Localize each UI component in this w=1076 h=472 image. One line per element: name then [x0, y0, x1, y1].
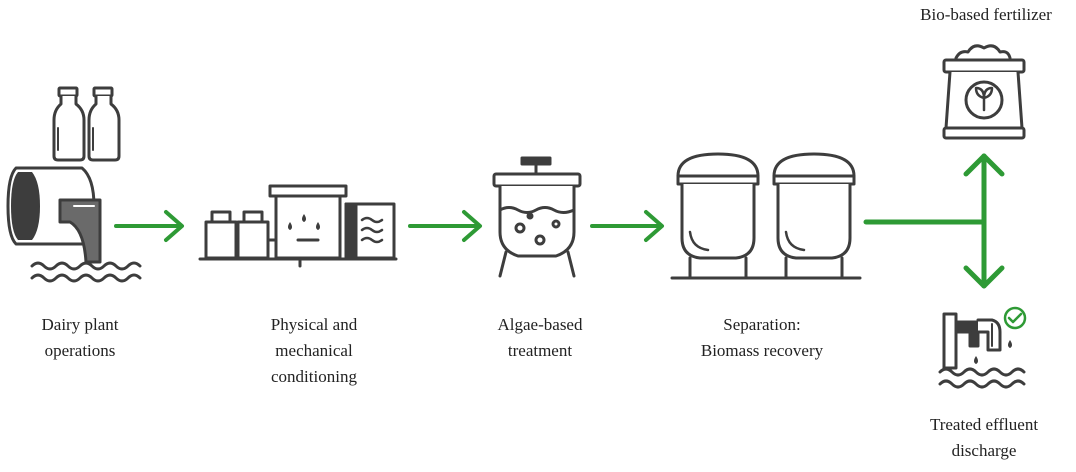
step-label-separation: Separation: Biomass recovery	[700, 315, 824, 360]
split-arrow-icon	[863, 153, 1005, 289]
step-label-conditioning: Physical and mechanical conditioning	[270, 315, 358, 386]
pipe-bottles-icon	[6, 86, 142, 283]
step-label-algae: Algae-based treatment	[497, 315, 583, 360]
arrow-1-icon	[114, 210, 184, 242]
arrow-3-icon	[590, 210, 664, 242]
algae-reactor-icon	[492, 156, 582, 278]
milk-bottle-icon	[87, 86, 121, 162]
conditioning-tanks-icon	[198, 184, 398, 268]
step-label-dairy: Dairy plant operations	[41, 315, 119, 360]
effluent-discharge-icon	[938, 312, 1026, 389]
arrow-2-icon	[408, 210, 482, 242]
fertilizer-bag-icon	[942, 44, 1026, 140]
output-label-effluent: Treated effluent discharge	[929, 415, 1039, 460]
milk-bottle-icon	[52, 86, 86, 162]
checkmark-icon	[1003, 306, 1027, 330]
separation-tanks-icon	[670, 152, 862, 280]
output-label-fertilizer: Bio-based fertilizer	[920, 5, 1052, 24]
